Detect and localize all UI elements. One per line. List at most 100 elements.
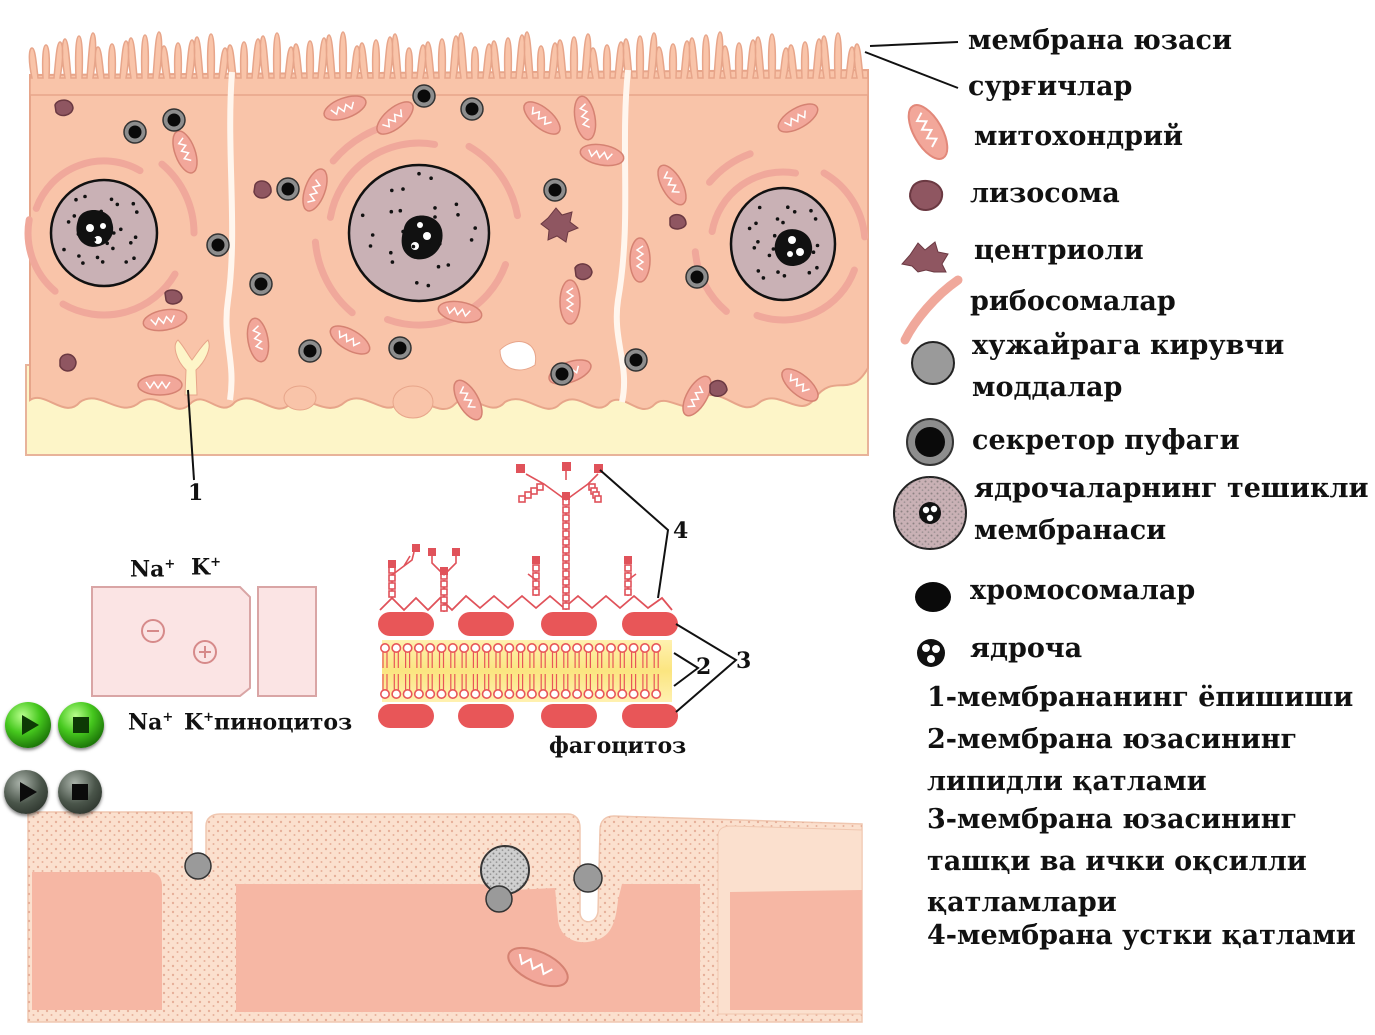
chromatin-dot bbox=[133, 235, 138, 239]
label-centrioles: центриоли bbox=[974, 235, 1144, 266]
chromatin-dot bbox=[370, 233, 375, 237]
chromatin-dot bbox=[389, 250, 393, 255]
entering-particle bbox=[573, 863, 603, 893]
entering-particle bbox=[485, 885, 513, 913]
glycan-unit bbox=[562, 586, 570, 594]
chromatin-dot bbox=[756, 269, 761, 273]
lipid-head bbox=[639, 642, 650, 653]
chromatin-dot bbox=[77, 254, 81, 258]
chromatin-dot bbox=[401, 187, 405, 191]
nucleus-left bbox=[49, 178, 159, 288]
label-secretory-vesicle: секретор пуфаги bbox=[972, 425, 1240, 456]
chromatin-dot bbox=[109, 197, 114, 202]
lipid-head bbox=[492, 642, 503, 653]
chromatin-dot bbox=[446, 263, 451, 267]
chromatin-dot bbox=[757, 205, 762, 210]
leader-2 bbox=[673, 652, 700, 687]
er-strand bbox=[708, 168, 799, 235]
glycan-branch bbox=[443, 556, 457, 576]
glycocalyx-chain bbox=[379, 594, 673, 612]
ion-k-bottom-pinocytosis: K+пиноцитоз bbox=[184, 709, 353, 736]
chromatin-dot bbox=[454, 202, 459, 207]
lipid-head bbox=[583, 688, 594, 699]
chromatin-dot bbox=[782, 251, 787, 256]
secretory-vesicle bbox=[388, 336, 412, 360]
marker-4: 4 bbox=[673, 518, 689, 544]
glycan-unit bbox=[440, 596, 448, 604]
chromatin-dot bbox=[802, 235, 806, 240]
er-strand bbox=[59, 270, 179, 319]
chromatin-dot bbox=[809, 208, 813, 213]
glycan-unit bbox=[562, 546, 570, 554]
legend-icons bbox=[893, 104, 967, 667]
secretory-vesicle bbox=[298, 339, 322, 363]
glycan-branch bbox=[403, 551, 415, 567]
glycan-unit bbox=[562, 594, 570, 602]
glycan-unit bbox=[388, 574, 396, 582]
note-4: 4-мембрана устки қатлами bbox=[927, 920, 1356, 951]
secretory-vesicle bbox=[460, 97, 484, 121]
chromatin-dot bbox=[473, 226, 478, 230]
chromatin-dot bbox=[772, 233, 777, 238]
er-strand bbox=[32, 157, 144, 212]
glycan-unit bbox=[440, 580, 448, 588]
chromatin-dot bbox=[781, 220, 785, 225]
chromatin-dot bbox=[74, 197, 78, 202]
lipid-head bbox=[425, 688, 436, 699]
mitochondrion bbox=[142, 308, 188, 332]
glycan-unit bbox=[624, 580, 632, 588]
glycan-unit bbox=[624, 564, 632, 572]
chromatin-dot bbox=[417, 171, 421, 176]
chromatin-dot bbox=[112, 231, 116, 235]
mitochondrion bbox=[579, 143, 625, 167]
glycan-unit bbox=[388, 582, 396, 590]
glycan-branch bbox=[527, 573, 537, 581]
lipid-head bbox=[470, 688, 481, 699]
secretory-vesicle-icon bbox=[906, 418, 954, 466]
note-2b: липидли қатлами bbox=[927, 766, 1207, 797]
er-strand bbox=[158, 160, 198, 237]
endocytosis-panel bbox=[27, 811, 863, 1023]
chromatin-dot bbox=[111, 246, 115, 251]
chromatin-dot bbox=[761, 276, 766, 280]
stop-button[interactable] bbox=[58, 702, 104, 748]
lipid-head bbox=[549, 642, 560, 653]
mitochondrion-icon bbox=[907, 104, 949, 160]
chromatin-dot bbox=[100, 260, 105, 264]
glycan-tip bbox=[624, 556, 632, 564]
chromatin-dot bbox=[83, 194, 87, 199]
glycan-branch bbox=[431, 556, 445, 576]
play-secondary-button[interactable] bbox=[4, 770, 48, 814]
glycan-unit bbox=[562, 554, 570, 562]
lipid-head bbox=[481, 642, 492, 653]
lysosome-icon bbox=[909, 180, 944, 211]
membrane-bilayer bbox=[378, 462, 738, 728]
lipid-head bbox=[538, 688, 549, 699]
chromatin-dot bbox=[95, 255, 100, 260]
lower-cell-left bbox=[32, 872, 162, 1010]
label-entering-substances-1: хужайрага кирувчи bbox=[972, 330, 1285, 361]
chromatin-dot bbox=[815, 265, 819, 270]
play-button[interactable] bbox=[5, 702, 51, 748]
chromatin-dot bbox=[115, 202, 120, 207]
negative-charge bbox=[141, 619, 165, 643]
stop-icon bbox=[72, 784, 88, 800]
label-entering-substances-2: моддалар bbox=[972, 372, 1123, 403]
stop-secondary-button[interactable] bbox=[58, 770, 102, 814]
mitochondrion bbox=[246, 317, 270, 363]
chromatin-dot bbox=[776, 270, 780, 274]
mitochondrion bbox=[172, 130, 198, 174]
chromosome-icon bbox=[915, 582, 951, 612]
label-mitochondrion: митохондрий bbox=[974, 121, 1184, 152]
glycan-unit bbox=[440, 604, 448, 612]
note-2a: 2-мембрана юзасининг bbox=[927, 724, 1298, 755]
glycan-branch bbox=[627, 573, 637, 581]
chromatin-dot bbox=[135, 210, 139, 214]
label-phagocytosis: фагоцитоз bbox=[549, 733, 687, 759]
lipid-head bbox=[572, 688, 583, 699]
lipid-head bbox=[628, 688, 639, 699]
mitochondrion bbox=[376, 101, 414, 135]
lipid-head bbox=[504, 642, 515, 653]
positive-charge bbox=[193, 640, 217, 664]
